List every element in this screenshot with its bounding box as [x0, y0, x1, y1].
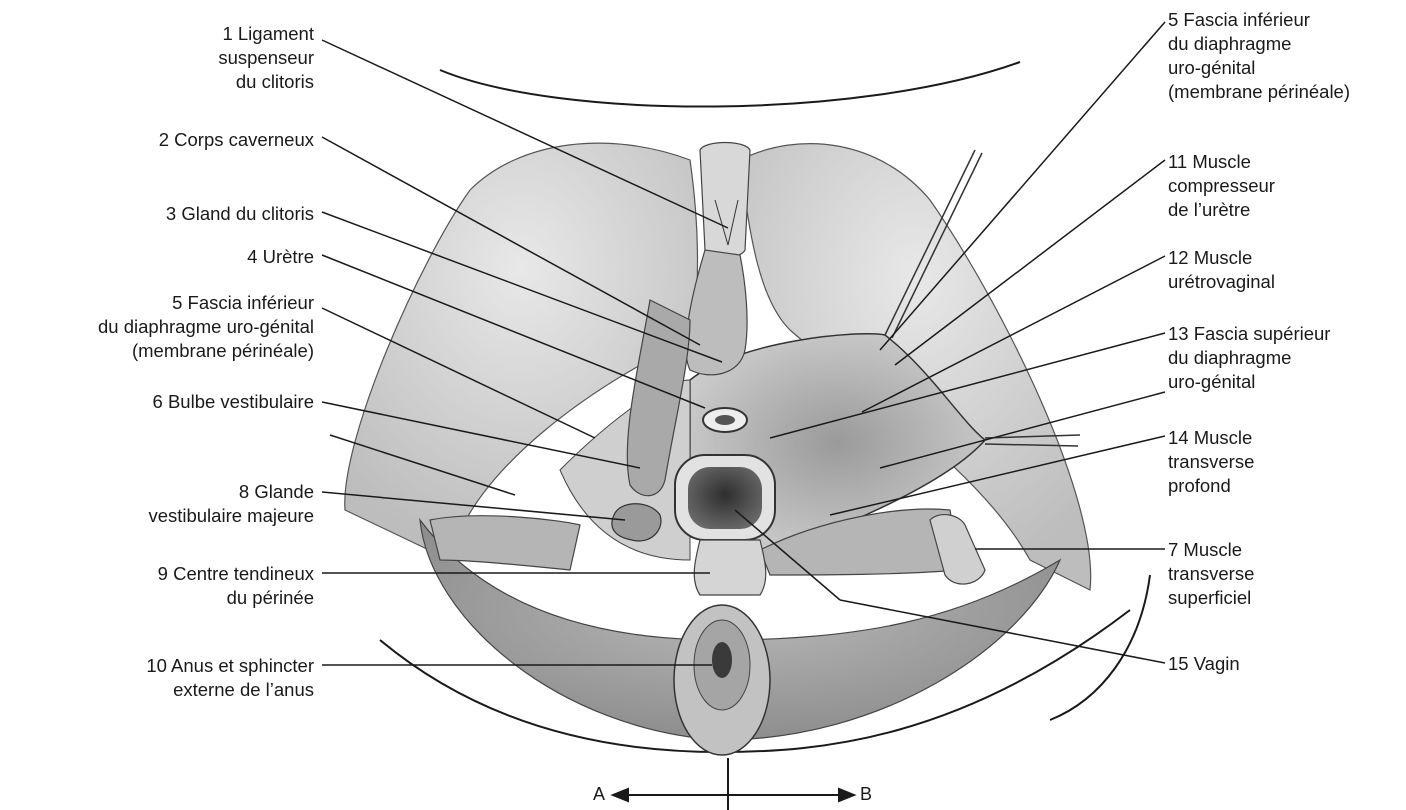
- vestibular-gland: [612, 504, 661, 541]
- label-line: 3 Gland du clitoris: [166, 202, 314, 226]
- label-line: 5 Fascia inférieur: [1168, 8, 1350, 32]
- label-line: vestibulaire majeure: [148, 504, 314, 528]
- label-line: 14 Muscle: [1168, 426, 1254, 450]
- label-muscle-uretrovaginal: 12 Muscle urétrovaginal: [1168, 246, 1275, 294]
- label-uretre: 4 Urètre: [247, 245, 314, 269]
- label-line: transverse: [1168, 450, 1254, 474]
- label-line: suspenseur: [218, 46, 314, 70]
- label-transverse-profond: 14 Muscle transverse profond: [1168, 426, 1254, 498]
- label-fascia-inferieur-right: 5 Fascia inférieur du diaphragme uro-gén…: [1168, 8, 1350, 104]
- label-line: 9 Centre tendineux: [158, 562, 314, 586]
- label-line: de l’urètre: [1168, 198, 1275, 222]
- label-anus-sphincter: 10 Anus et sphincter externe de l’anus: [146, 654, 314, 702]
- label-line: du diaphragme: [1168, 346, 1330, 370]
- label-line: du périnée: [158, 586, 314, 610]
- label-fascia-inferieur-left: 5 Fascia inférieur du diaphragme uro-gén…: [98, 291, 314, 363]
- label-bulbe-vestibulaire: 6 Bulbe vestibulaire: [153, 390, 314, 414]
- label-line: uro-génital: [1168, 370, 1330, 394]
- label-line: 13 Fascia supérieur: [1168, 322, 1330, 346]
- label-line: 11 Muscle: [1168, 150, 1275, 174]
- label-line: du clitoris: [218, 70, 314, 94]
- label-line: 1 Ligament: [218, 22, 314, 46]
- label-muscle-compresseur: 11 Muscle compresseur de l’urètre: [1168, 150, 1275, 222]
- label-centre-tendineux: 9 Centre tendineux du périnée: [158, 562, 314, 610]
- label-line: compresseur: [1168, 174, 1275, 198]
- label-line: (membrane périnéale): [98, 339, 314, 363]
- label-line: 8 Glande: [148, 480, 314, 504]
- label-line: superficiel: [1168, 586, 1254, 610]
- label-corps-caverneux: 2 Corps caverneux: [159, 128, 314, 152]
- label-vagin: 15 Vagin: [1168, 652, 1240, 676]
- label-line: transverse: [1168, 562, 1254, 586]
- label-line: 4 Urètre: [247, 245, 314, 269]
- label-ligament-suspenseur: 1 Ligament suspenseur du clitoris: [218, 22, 314, 94]
- label-glande-vestibulaire: 8 Glande vestibulaire majeure: [148, 480, 314, 528]
- label-line: 5 Fascia inférieur: [98, 291, 314, 315]
- vagina-lumen: [688, 467, 762, 529]
- label-line: profond: [1168, 474, 1254, 498]
- label-line: 6 Bulbe vestibulaire: [153, 390, 314, 414]
- label-fascia-superieur: 13 Fascia supérieur du diaphragme uro-gé…: [1168, 322, 1330, 394]
- label-line: uro-génital: [1168, 56, 1350, 80]
- label-line: urétrovaginal: [1168, 270, 1275, 294]
- axis-label-a: A: [593, 784, 605, 804]
- label-line: 7 Muscle: [1168, 538, 1254, 562]
- label-gland-clitoris: 3 Gland du clitoris: [166, 202, 314, 226]
- urethra-lumen: [715, 415, 735, 425]
- label-line: 12 Muscle: [1168, 246, 1275, 270]
- label-line: externe de l’anus: [146, 678, 314, 702]
- label-line: 10 Anus et sphincter: [146, 654, 314, 678]
- orientation-axis: [613, 758, 854, 810]
- label-line: 2 Corps caverneux: [159, 128, 314, 152]
- label-line: 15 Vagin: [1168, 652, 1240, 676]
- label-line: du diaphragme uro-génital: [98, 315, 314, 339]
- label-line: du diaphragme: [1168, 32, 1350, 56]
- axis-label-b: B: [860, 784, 872, 804]
- label-transverse-superficiel: 7 Muscle transverse superficiel: [1168, 538, 1254, 610]
- label-line: (membrane périnéale): [1168, 80, 1350, 104]
